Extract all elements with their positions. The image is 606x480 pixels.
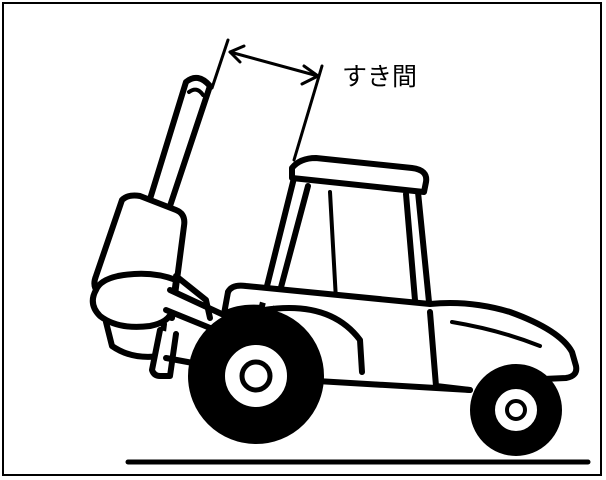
tractor-body [221,282,580,393]
gap-label: すき間 [342,62,418,91]
tractor-cab [259,155,433,315]
front-wheel [470,364,562,456]
gap-dimension [210,38,324,162]
front-implement [89,192,188,360]
rear-wheel [188,308,324,444]
